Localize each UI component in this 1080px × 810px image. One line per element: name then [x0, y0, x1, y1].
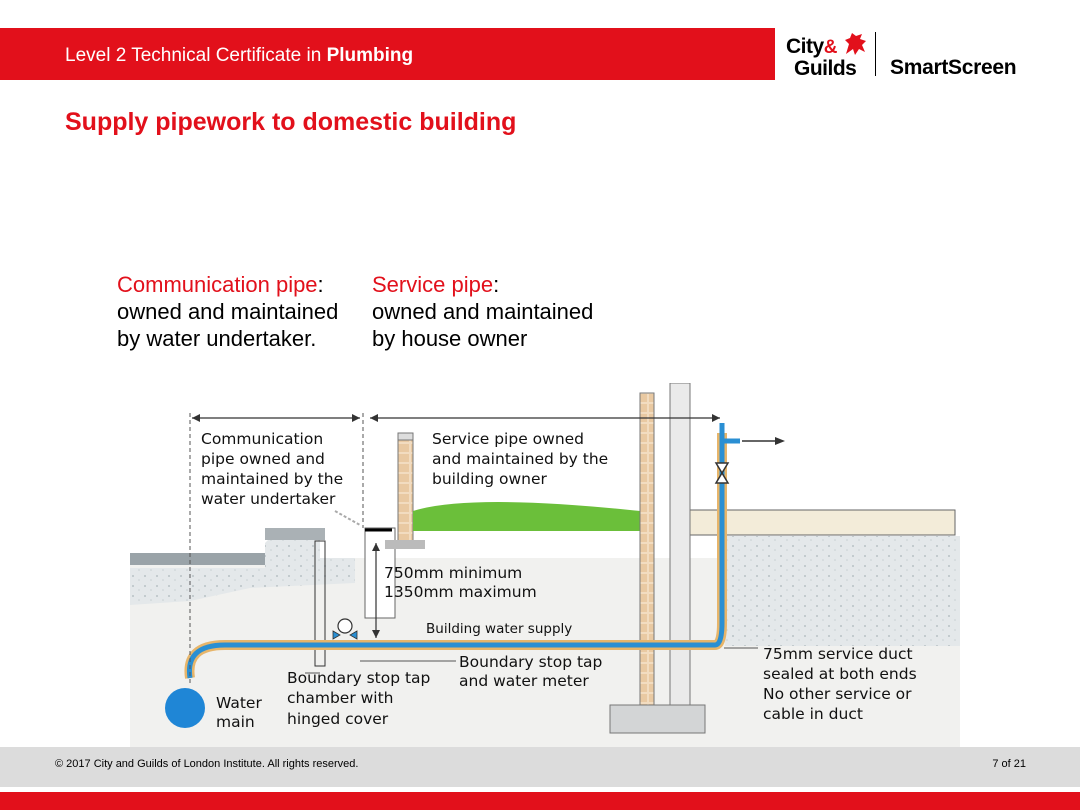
leader-lines — [305, 647, 758, 674]
stop-tap-meter-line1: Boundary stop tap — [459, 653, 602, 671]
comm-label-line4: water undertaker — [201, 490, 336, 508]
page-title: Supply pipework to domestic building — [65, 108, 517, 136]
logo-divider — [875, 32, 876, 76]
chamber-outline — [314, 540, 326, 667]
supply-pipe — [186, 423, 725, 679]
house-outer-wall — [639, 392, 655, 709]
left-ground-fill — [130, 538, 355, 605]
comm-label-line1: Communication — [201, 430, 323, 448]
service-caption-line2: by house owner — [372, 326, 528, 351]
water-main-line2: main — [216, 713, 255, 731]
logo-city-text: City& — [786, 35, 837, 58]
duct-line1: 75mm service duct — [763, 645, 913, 663]
service-pipe-label: Service pipe — [372, 272, 494, 297]
left-pavement — [130, 553, 265, 565]
internal-stop-valve-icon — [714, 462, 730, 484]
cover-hinge — [334, 510, 361, 526]
house-foundation — [609, 704, 706, 734]
footer-copyright: © 2017 City and Guilds of London Institu… — [55, 758, 359, 770]
chamber-line3: hinged cover — [287, 710, 389, 728]
communication-pipe-caption: Communication pipe: owned and maintained… — [117, 272, 339, 351]
logo-guilds-text: Guilds — [794, 57, 857, 80]
chamber-line2: chamber with — [287, 689, 394, 707]
wall-footing — [385, 540, 425, 549]
chamber-line1: Boundary stop tap — [287, 669, 430, 687]
bottom-bar — [0, 792, 1080, 810]
course-title: Level 2 Technical Certificate in Plumbin… — [65, 45, 414, 66]
supply-pipework-diagram: Communication pipe owned and maintained … — [130, 383, 960, 748]
stop-tap-meter-line2: and water meter — [459, 672, 589, 690]
service-pipe-caption: Service pipe: owned and maintained by ho… — [372, 272, 594, 351]
header-bar — [0, 28, 775, 80]
outlet-arrow-head — [775, 437, 785, 445]
footer-bar — [0, 747, 1080, 787]
water-meter-icon — [337, 618, 353, 634]
logo-smartscreen-text: SmartScreen — [890, 56, 1017, 79]
stop-tap-meter-label: Boundary stop tap and water meter — [459, 653, 607, 690]
duct-line3: No other service or — [763, 685, 912, 703]
water-main-label: Water main — [216, 694, 267, 731]
service-label-line2: and maintained by the — [432, 450, 608, 468]
service-pipe-diagram-label: Service pipe owned and maintained by the… — [432, 430, 613, 488]
lion-icon — [845, 33, 866, 55]
chamber-lid-base — [265, 528, 325, 540]
service-caption-line1: owned and maintained — [372, 299, 594, 324]
boundary-dash-lines — [189, 413, 364, 683]
water-main-icon — [165, 688, 205, 728]
building-floor-slab — [669, 509, 956, 536]
depth-label-line2: 1350mm maximum — [384, 583, 537, 601]
communication-caption-line1: owned and maintained — [117, 299, 339, 324]
duct-line4: cable in duct — [763, 705, 863, 723]
house-inner-wall — [669, 383, 691, 709]
chamber-label: Boundary stop tap chamber with hinged co… — [287, 669, 435, 728]
communication-pipe-label: Communication pipe — [117, 272, 318, 297]
depth-label-line1: 750mm minimum — [384, 564, 522, 582]
service-duct-label: 75mm service duct sealed at both ends No… — [763, 645, 922, 723]
communication-caption-line2: by water undertaker. — [117, 326, 317, 351]
duct-line2: sealed at both ends — [763, 665, 917, 683]
city-guilds-smartscreen-logo: City& Guilds SmartScreen — [782, 28, 1032, 80]
building-water-supply-label: Building water supply — [426, 621, 572, 637]
communication-pipe-diagram-label: Communication pipe owned and maintained … — [201, 430, 348, 508]
depth-label: 750mm minimum 1350mm maximum — [384, 564, 537, 601]
boundary-stop-tap-icon — [332, 630, 358, 640]
comm-label-line3: maintained by the — [201, 470, 343, 488]
service-label-line3: building owner — [432, 470, 548, 488]
comm-label-line2: pipe owned and — [201, 450, 325, 468]
water-main-line1: Water — [216, 694, 262, 712]
boundary-wall — [397, 437, 414, 542]
service-label-line1: Service pipe owned — [432, 430, 584, 448]
wall-coping — [397, 432, 414, 441]
building-floor-fill — [725, 536, 960, 646]
grass-strip — [413, 502, 640, 531]
page-number: 7 of 21 — [992, 758, 1026, 770]
